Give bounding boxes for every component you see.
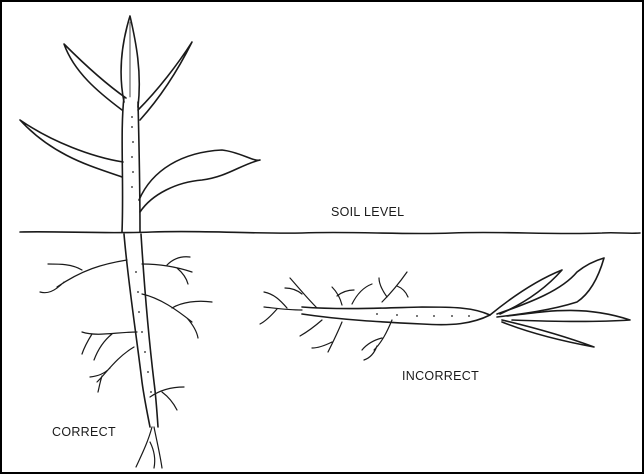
correct-label: CORRECT — [52, 425, 116, 439]
correct-stem-dots-upper — [131, 116, 134, 188]
correct-seed-body — [124, 234, 158, 427]
incorrect-plant — [260, 258, 630, 360]
correct-leaf-lower-left — [20, 120, 123, 177]
soil-level-label: SOIL LEVEL — [331, 205, 404, 219]
incorrect-roots — [260, 272, 408, 360]
incorrect-leaf-tall — [497, 258, 604, 317]
incorrect-seed-body — [302, 307, 490, 325]
incorrect-label: INCORRECT — [402, 369, 479, 383]
correct-leaf-lower-right — [139, 150, 260, 212]
correct-plant — [20, 16, 260, 468]
incorrect-leaf-right — [507, 310, 630, 321]
incorrect-leaf-lower — [502, 320, 594, 347]
correct-stem-upper — [122, 97, 140, 232]
correct-leaf-upper-left — [64, 44, 126, 110]
soil-level-line — [20, 231, 640, 233]
incorrect-seed-dots — [376, 313, 470, 317]
correct-leaf-upper-right — [138, 42, 192, 120]
